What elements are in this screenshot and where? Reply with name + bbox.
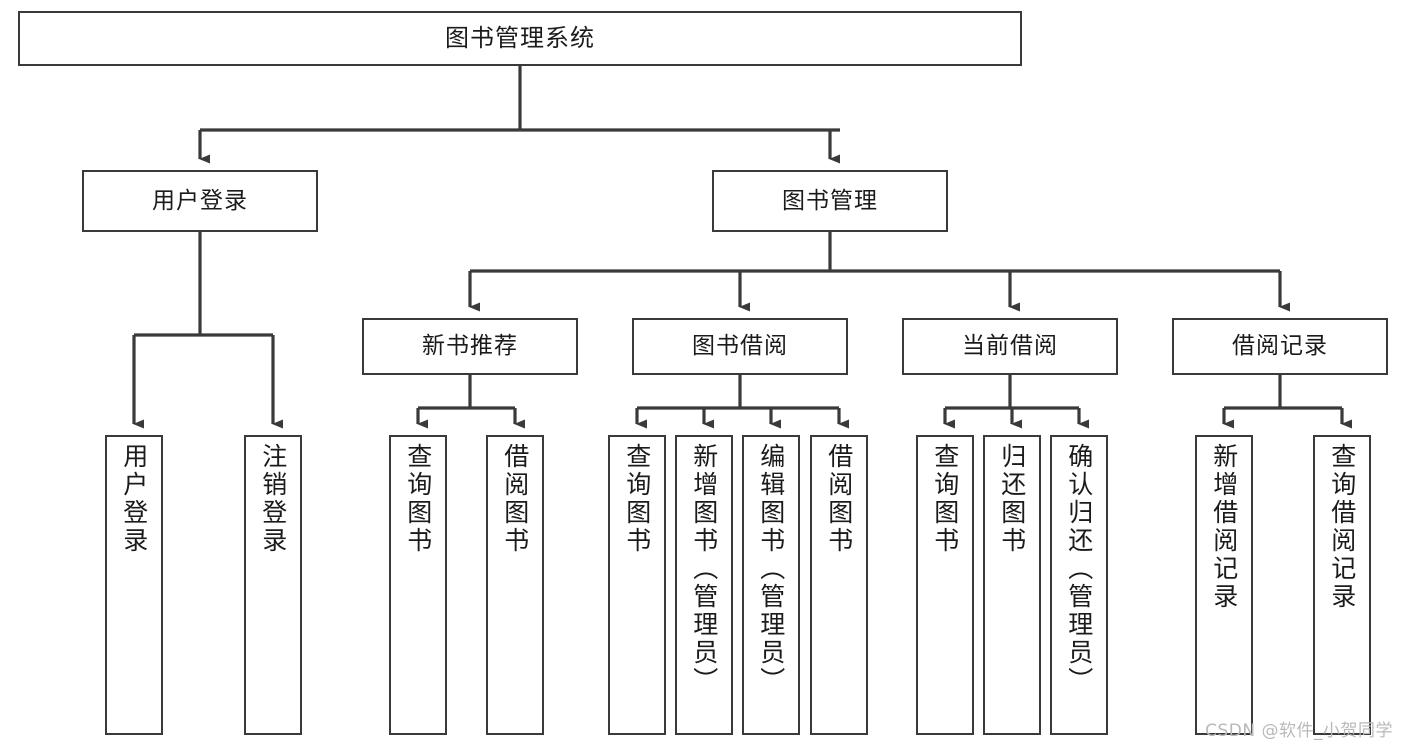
node-root-system-label: 图书管理系统	[445, 23, 595, 52]
node-current-borrow[interactable]: 当前借阅	[902, 318, 1118, 375]
node-leaf-add-book[interactable]: 新增图书（管理员）	[675, 435, 733, 735]
node-leaf-return-book-label: 归还图书	[997, 443, 1027, 555]
node-leaf-user-login[interactable]: 用户登录	[105, 435, 163, 735]
node-book-borrow[interactable]: 图书借阅	[632, 318, 848, 375]
node-user-login-label: 用户登录	[152, 187, 248, 214]
node-leaf-query-borrow-record-label: 查询借阅记录	[1327, 443, 1357, 611]
csdn-watermark: CSDN @软件_小贺同学	[1205, 721, 1393, 741]
node-book-manage-label: 图书管理	[782, 187, 878, 214]
node-leaf-confirm-return-label: 确认归还（管理员）	[1064, 443, 1094, 695]
node-leaf-add-borrow-record[interactable]: 新增借阅记录	[1195, 435, 1253, 735]
node-leaf-confirm-return[interactable]: 确认归还（管理员）	[1050, 435, 1108, 735]
node-book-manage[interactable]: 图书管理	[712, 170, 948, 232]
node-leaf-borrow-book-recommendation-label: 借阅图书	[500, 443, 530, 555]
node-leaf-add-book-label: 新增图书（管理员）	[689, 443, 719, 695]
node-leaf-borrow-book-label: 借阅图书	[824, 443, 854, 555]
node-leaf-add-borrow-record-label: 新增借阅记录	[1209, 443, 1239, 611]
node-user-login[interactable]: 用户登录	[82, 170, 318, 232]
node-borrow-record[interactable]: 借阅记录	[1172, 318, 1388, 375]
node-new-book-recommendation[interactable]: 新书推荐	[362, 318, 578, 375]
node-leaf-query-book-borrow[interactable]: 查询图书	[608, 435, 666, 735]
node-new-book-recommendation-label: 新书推荐	[422, 333, 518, 360]
node-root-system[interactable]: 图书管理系统	[18, 11, 1022, 66]
node-leaf-edit-book[interactable]: 编辑图书（管理员）	[742, 435, 800, 735]
node-leaf-query-borrow-record[interactable]: 查询借阅记录	[1313, 435, 1371, 735]
node-leaf-user-login-label: 用户登录	[119, 443, 149, 555]
node-leaf-edit-book-label: 编辑图书（管理员）	[756, 443, 786, 695]
node-leaf-user-logout[interactable]: 注销登录	[244, 435, 302, 735]
node-current-borrow-label: 当前借阅	[962, 333, 1058, 360]
node-borrow-record-label: 借阅记录	[1232, 333, 1328, 360]
node-book-borrow-label: 图书借阅	[692, 333, 788, 360]
node-leaf-query-book-recommendation-label: 查询图书	[403, 443, 433, 555]
node-leaf-borrow-book[interactable]: 借阅图书	[810, 435, 868, 735]
node-leaf-borrow-book-recommendation[interactable]: 借阅图书	[486, 435, 544, 735]
node-leaf-query-book-recommendation[interactable]: 查询图书	[389, 435, 447, 735]
node-leaf-query-book-current-label: 查询图书	[930, 443, 960, 555]
node-leaf-return-book[interactable]: 归还图书	[983, 435, 1041, 735]
node-leaf-user-logout-label: 注销登录	[258, 443, 288, 555]
node-leaf-query-book-current[interactable]: 查询图书	[916, 435, 974, 735]
node-leaf-query-book-borrow-label: 查询图书	[622, 443, 652, 555]
